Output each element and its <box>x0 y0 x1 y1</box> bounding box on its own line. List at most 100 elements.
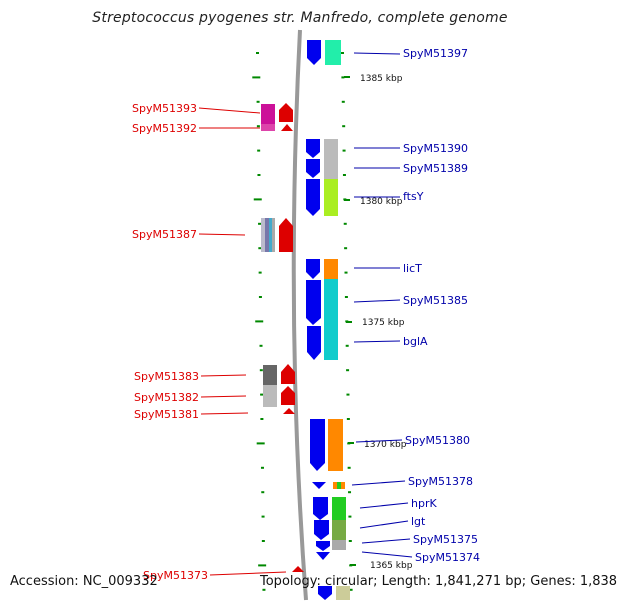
scale-tick <box>260 393 264 396</box>
gene-label-spym51385[interactable]: SpyM51385 <box>403 294 468 307</box>
gene-label-lict[interactable]: licT <box>403 262 422 275</box>
gc-bar-spym51378-c <box>341 482 345 489</box>
scale-tick <box>260 418 264 420</box>
gc-bar-spym51385 <box>324 279 338 360</box>
scale-tick <box>260 466 264 469</box>
gc-bar-spym51382 <box>263 385 277 407</box>
scale-tick <box>256 52 259 54</box>
gene-label-hprk[interactable]: hprK <box>411 497 437 510</box>
gene-label-spym51393[interactable]: SpyM51393 <box>132 102 197 115</box>
gene-arrow-spym51393[interactable] <box>279 103 293 122</box>
gene-arrow-bgla[interactable] <box>307 326 321 360</box>
gene-arrow-spym51373[interactable] <box>292 566 304 572</box>
gene-arrow-spym51381[interactable] <box>283 408 295 414</box>
gene-arrow-hprk[interactable] <box>313 497 328 520</box>
scale-label: 1385 kbp <box>360 74 403 84</box>
gene-arrow-spym51389[interactable] <box>306 159 320 178</box>
scale-tick <box>344 296 348 298</box>
gene-label-bgla[interactable]: bglA <box>403 335 428 348</box>
scale-tick <box>343 222 347 225</box>
gene-arrow-spym51374[interactable] <box>316 552 330 560</box>
gc-bar-spym51393 <box>261 104 275 124</box>
gene-arrow-ftsy[interactable] <box>306 179 320 216</box>
gene-label-spym51373[interactable]: SpyM51373 <box>143 569 208 582</box>
gene-arrow-spym51385[interactable] <box>306 280 321 325</box>
scale-tick <box>258 271 262 274</box>
gene-arrow-spym51392[interactable] <box>281 124 293 131</box>
gene-arrow-spym51375[interactable] <box>316 541 330 551</box>
gene-label-spym51381[interactable]: SpyM51381 <box>134 408 199 421</box>
scale-tick <box>348 540 352 542</box>
gc-bar-spym51387-a <box>261 218 265 252</box>
scale-tick <box>256 442 265 445</box>
scale-tick <box>256 100 260 103</box>
scale-tick <box>346 393 350 396</box>
scale-tick <box>258 222 262 225</box>
gc-bar-spym51378-a <box>333 482 337 489</box>
gene-arrow-lict[interactable] <box>306 259 320 279</box>
gene-arrow-spym51397[interactable] <box>307 40 321 65</box>
scale-tick <box>341 100 345 103</box>
gc-bar-bottom <box>336 586 350 600</box>
gene-label-spym51375[interactable]: SpyM51375 <box>413 533 478 546</box>
scale-tick <box>253 198 262 201</box>
genome-summary-text: Topology: circular; Length: 1,841,271 bp… <box>260 574 617 589</box>
scale-tick <box>344 271 348 274</box>
gene-arrow-bottom[interactable] <box>318 586 332 600</box>
gene-arrow-spym51383[interactable] <box>281 364 295 384</box>
genome-backbone <box>291 29 308 601</box>
gene-label-lgt[interactable]: lgt <box>411 515 426 528</box>
gene-label-spym51378[interactable]: SpyM51378 <box>408 475 473 488</box>
scale-tick <box>257 174 261 176</box>
scale-tick <box>346 369 350 372</box>
scale-tick <box>349 588 353 591</box>
gene-arrow-spym51390[interactable] <box>306 139 320 158</box>
scale-tick <box>261 491 265 494</box>
scale-label: 1365 kbp <box>370 561 413 571</box>
scale-tick <box>341 52 344 54</box>
gene-label-spym51374[interactable]: SpyM51374 <box>415 551 480 564</box>
gc-bar-spym51390 <box>324 139 338 179</box>
scale-tick <box>252 76 261 79</box>
scale-tick <box>342 174 346 176</box>
gc-bar-spym51387-c <box>269 218 272 252</box>
gene-arrow-spym51382[interactable] <box>281 386 295 405</box>
scale-tick <box>348 491 352 494</box>
gc-bar-spym51383 <box>263 365 277 385</box>
genome-map: Streptococcus pyogenes str. Manfredo, co… <box>10 10 617 601</box>
scale-tick <box>258 564 267 567</box>
genome-map-canvas: 1385 kbp 1380 kbp 1375 kbp 1370 kbp 1365… <box>132 29 480 601</box>
gc-bar-spym51378-b <box>337 482 341 489</box>
scale-label: 1380 kbp <box>360 197 403 207</box>
scale-labels: 1385 kbp 1380 kbp 1375 kbp 1370 kbp 1365… <box>344 74 413 571</box>
scale-tick <box>258 296 262 298</box>
scale-tick <box>345 344 349 347</box>
gc-bar-hprk <box>332 497 346 520</box>
gene-arrow-lgt[interactable] <box>314 520 329 540</box>
gc-bar-lgt <box>332 520 346 540</box>
gene-label-spym51382[interactable]: SpyM51382 <box>134 391 199 404</box>
right-features <box>306 40 350 600</box>
scale-tick <box>256 125 260 128</box>
gc-bar-ftsy <box>324 179 338 216</box>
gene-label-ftsy[interactable]: ftsY <box>403 190 424 203</box>
scale-tick <box>341 76 345 79</box>
gene-arrow-spym51387[interactable] <box>279 218 293 252</box>
gc-bar-spym51397 <box>325 40 341 65</box>
gc-bar-spym51375 <box>332 540 346 550</box>
gc-bar-lict <box>324 259 338 279</box>
gene-arrow-spym51380[interactable] <box>310 419 325 471</box>
gene-label-spym51392[interactable]: SpyM51392 <box>132 122 197 135</box>
left-features <box>261 103 304 572</box>
gene-label-spym51380[interactable]: SpyM51380 <box>405 434 470 447</box>
gene-label-spym51389[interactable]: SpyM51389 <box>403 162 468 175</box>
gene-label-spym51387[interactable]: SpyM51387 <box>132 228 197 241</box>
scale-tick <box>348 515 352 518</box>
gene-label-spym51383[interactable]: SpyM51383 <box>134 370 199 383</box>
scale-tick <box>342 149 346 152</box>
gene-label-spym51397[interactable]: SpyM51397 <box>403 47 468 60</box>
gene-label-spym51390[interactable]: SpyM51390 <box>403 142 468 155</box>
gc-bar-spym51387-d <box>272 218 275 252</box>
gene-arrow-spym51378[interactable] <box>312 482 326 489</box>
scale-tick <box>344 247 348 250</box>
